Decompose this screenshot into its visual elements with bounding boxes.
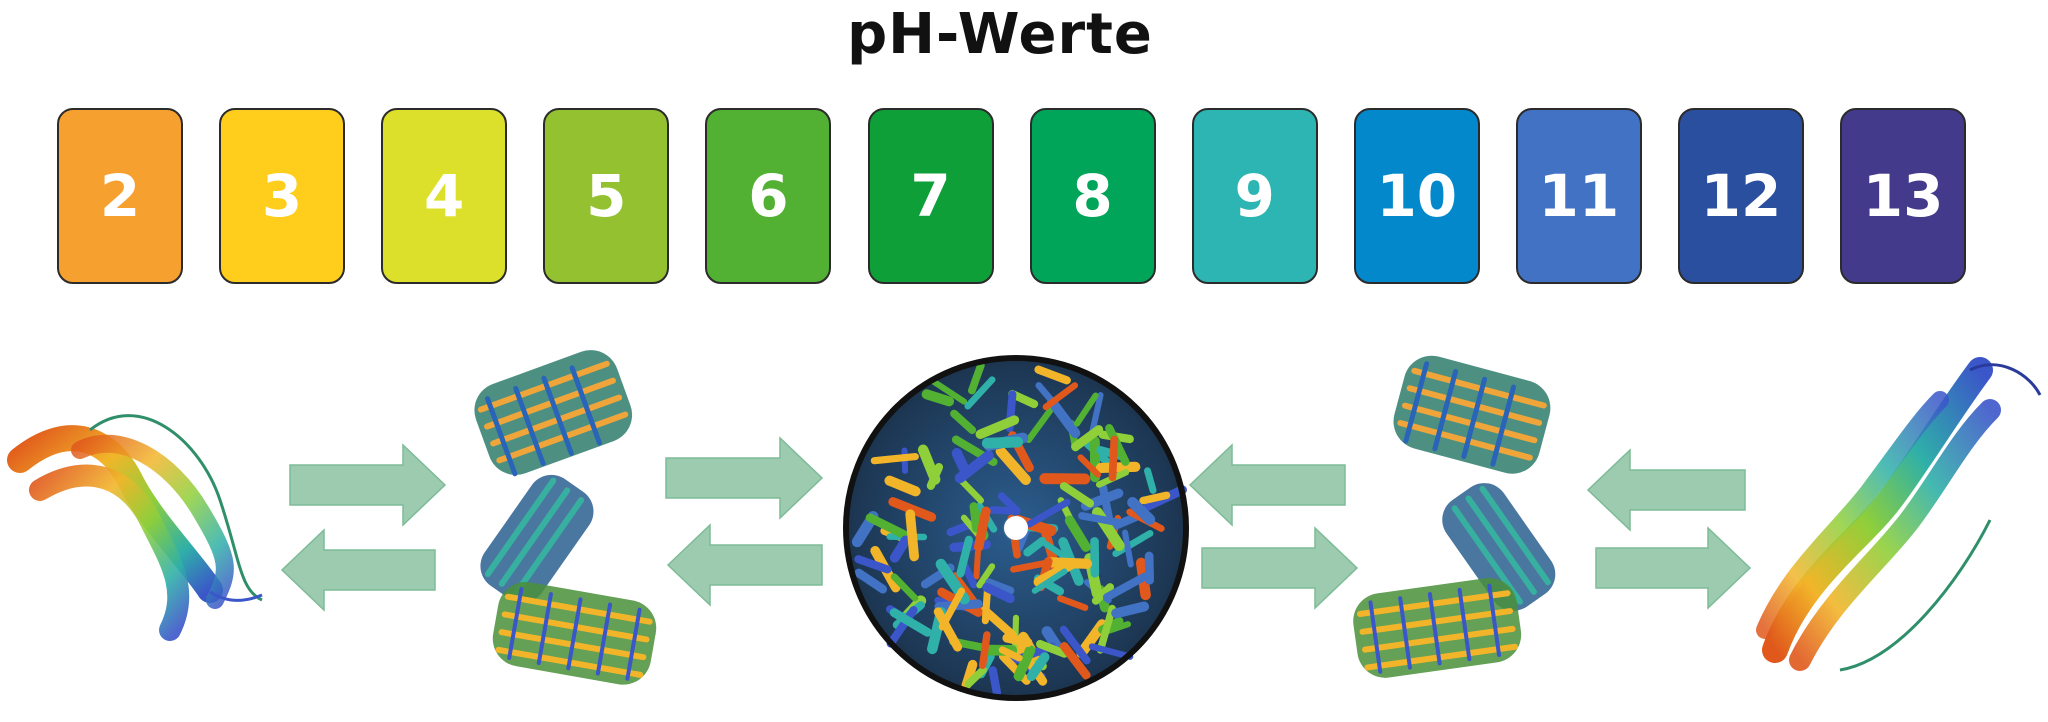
ph-tile-3: 3 — [219, 108, 346, 284]
ph-tile-label: 12 — [1700, 162, 1782, 230]
ph-tile-6: 6 — [705, 108, 832, 284]
arrow-left-3 — [1188, 443, 1346, 527]
page-title: pH-Werte — [847, 2, 1153, 67]
ph-tile-11: 11 — [1515, 108, 1642, 284]
arrow-left-4 — [1586, 448, 1746, 532]
arrow-right-2 — [665, 436, 824, 520]
ph-tile-label: 5 — [586, 162, 627, 230]
ph-tile-label: 10 — [1376, 162, 1458, 230]
ph-tile-label: 9 — [1234, 162, 1275, 230]
ph-tile-label: 13 — [1862, 162, 1944, 230]
monomer-left — [7, 414, 263, 641]
ph-tile-2: 2 — [57, 108, 183, 284]
monomer-right — [1756, 357, 2042, 672]
ph-tile-13: 13 — [1840, 108, 1967, 284]
ph-tile-12: 12 — [1678, 108, 1804, 284]
assembly-diagram — [7, 350, 2042, 701]
cage-assembly — [843, 355, 1189, 701]
ph-tile-label: 11 — [1538, 162, 1620, 230]
ph-tile-label: 2 — [99, 162, 141, 230]
arrow-left-1 — [280, 528, 436, 612]
ph-tile-label: 4 — [424, 162, 465, 230]
ph-tile-label: 8 — [1072, 162, 1113, 230]
ph-tile-label: 6 — [748, 162, 789, 230]
ph-tile-9: 9 — [1191, 108, 1318, 284]
ph-tile-4: 4 — [381, 108, 508, 284]
ph-tile-5: 5 — [543, 108, 670, 284]
ph-tile-label: 3 — [261, 162, 303, 230]
arrow-right-4 — [1595, 526, 1752, 610]
arrow-left-2 — [666, 523, 823, 607]
ph-tile-8: 8 — [1029, 108, 1156, 284]
assembly-right — [1353, 355, 1556, 678]
ph-scale: 2 3 4 5 6 7 8 9 10 11 12 13 — [57, 108, 1969, 284]
assembly-left — [474, 350, 657, 685]
ph-tile-7: 7 — [867, 108, 994, 284]
arrow-right-1 — [289, 443, 447, 527]
arrow-right-3 — [1201, 526, 1359, 610]
ph-tile-label: 7 — [910, 162, 951, 230]
ph-tile-10: 10 — [1353, 108, 1480, 284]
equilibrium-arrows — [280, 436, 1752, 612]
